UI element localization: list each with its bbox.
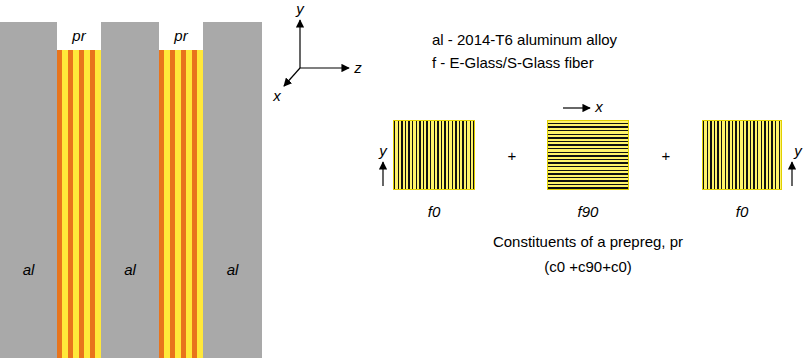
prepreg-layer: pr <box>57 50 101 358</box>
fiber-ply-0: f0 <box>393 120 475 190</box>
part-label: pr <box>57 27 101 44</box>
note-text: (c0 +c90+c0) <box>544 259 632 276</box>
axis-label: y <box>379 143 387 160</box>
coordinate-axes <box>284 20 349 86</box>
axis-label: y <box>794 143 802 160</box>
part-label: f0 <box>703 203 781 220</box>
note-text: al - 2014-T6 aluminum alloy <box>432 32 617 49</box>
note-text: + <box>508 148 517 165</box>
axis-label: x <box>273 88 281 105</box>
part-label: pr <box>159 27 203 44</box>
note-text: f - E-Glass/S-Glass fiber <box>432 55 594 72</box>
axis-label: y <box>296 1 304 18</box>
fiber-ply-90: f90 <box>547 120 629 190</box>
part-label: f0 <box>394 203 474 220</box>
axis-label: z <box>354 60 362 77</box>
fiber-ply-0: f0 <box>702 120 782 190</box>
prepreg-layer: pr <box>159 50 203 358</box>
aluminum-layer: al <box>0 22 57 358</box>
part-label: al <box>0 261 57 278</box>
note-text: Constituents of a prepreg, pr <box>493 234 683 251</box>
note-text: + <box>662 148 671 165</box>
axis-label: x <box>595 99 603 116</box>
aluminum-layer: al <box>101 22 159 358</box>
part-label: al <box>203 261 262 278</box>
part-label: al <box>101 261 159 278</box>
part-label: f90 <box>548 203 628 220</box>
aluminum-layer: al <box>203 22 262 358</box>
